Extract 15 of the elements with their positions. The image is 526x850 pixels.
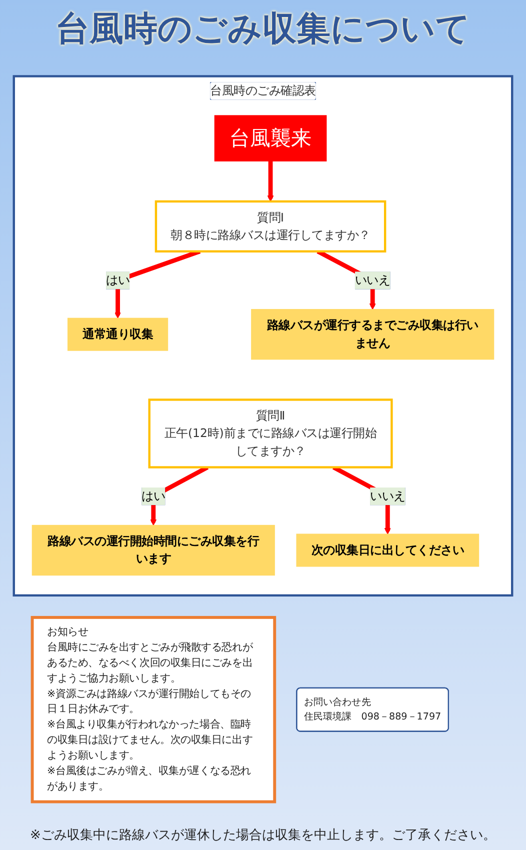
node-box: お知らせ 台風時にごみを出すとごみが飛散する恐れがあるため、なるべく次回の収集日にごみを出すようご協力お願いします。 ※資源ごみは路線バスが運行開始してもその日１日お休みです。 ※台風より収集が行われなかった場合、臨時の収集日は設けてません。次の収集日に出すようお願いします。 ※台風後はごみが増え、収集が遅くなる恐れがあります。: [30, 616, 276, 804]
node-box: 路線バスの運行開始時間にごみ収集を行います: [32, 524, 275, 576]
edge-label: いいえ: [354, 273, 390, 287]
page-title: 台風時のごみ収集について: [54, 8, 472, 51]
edge-label: はい: [142, 488, 166, 503]
node-box: 通常通り収集: [67, 318, 168, 351]
node-box: 路線バスが運行するまでごみ収集は行いません: [251, 309, 494, 360]
node-box: 次の収集日に出してください: [296, 534, 480, 567]
node-box: 質問Ⅱ 正午(12時)前までに路線バスは運行開始してますか？: [148, 398, 393, 468]
edge-label: はい: [106, 273, 130, 287]
arrow: [267, 161, 274, 202]
node-box: 台風襲来: [214, 115, 327, 162]
node-box: 質問Ⅰ 朝８時に路線バスは運行してますか？: [154, 200, 386, 252]
note-text: ※ごみ収集中に路線バスが運休した場合は収集を中止します。ご了承ください。: [29, 827, 497, 844]
edge-label: いいえ: [370, 488, 406, 503]
